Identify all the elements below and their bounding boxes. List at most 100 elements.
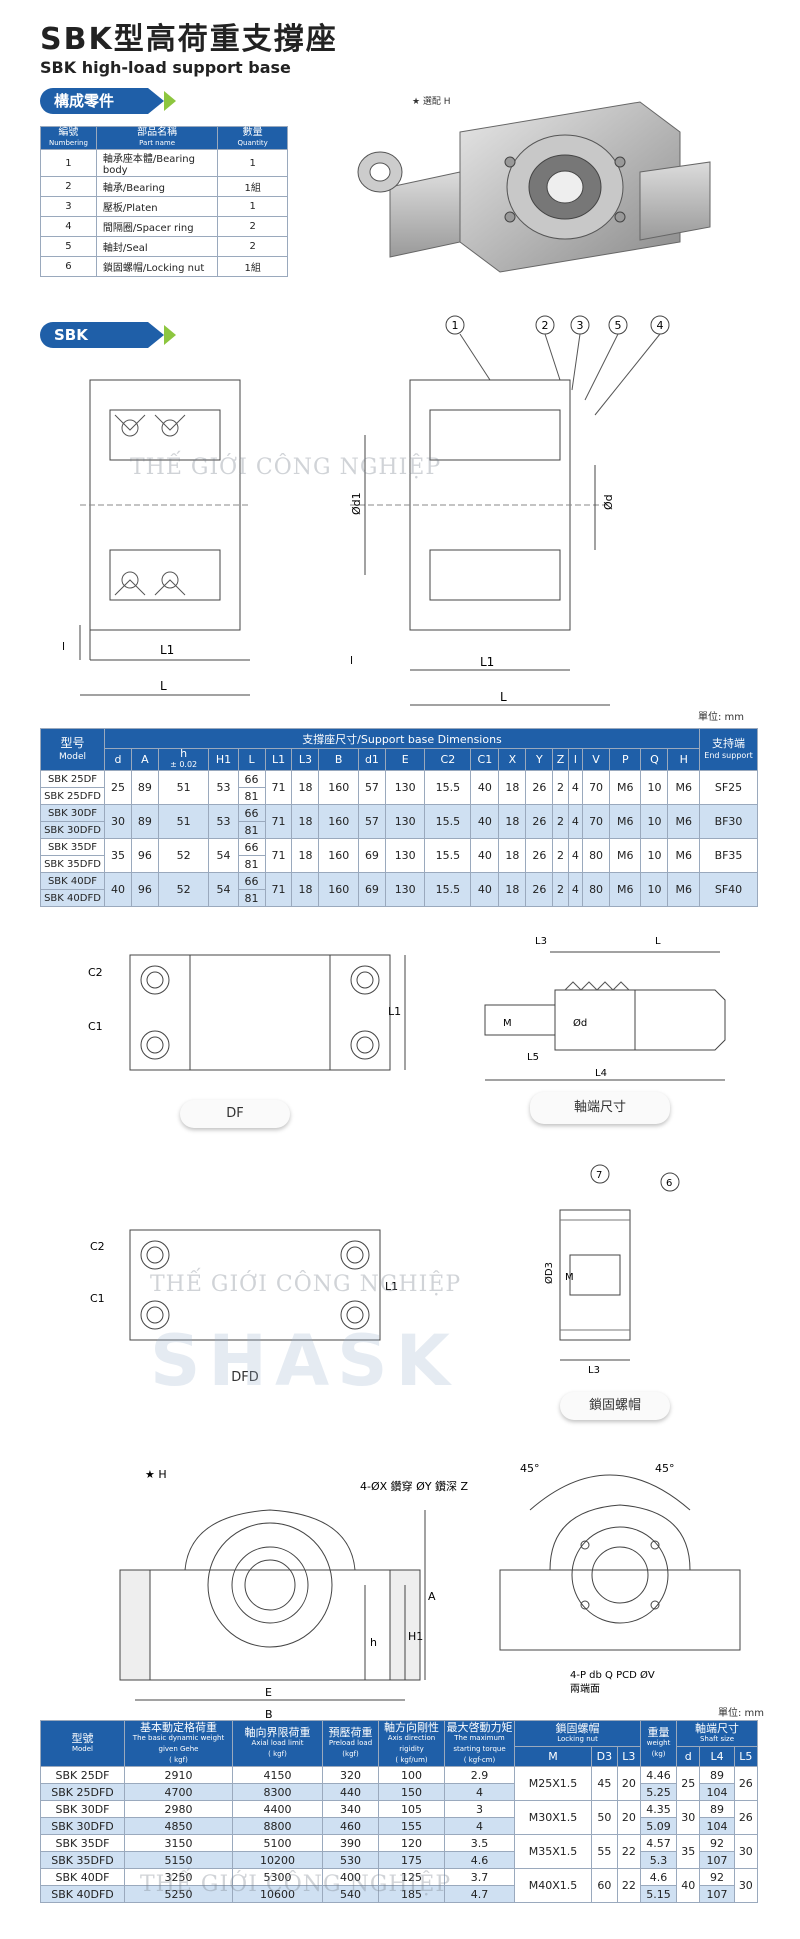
col-E: E: [384, 748, 426, 771]
svg-text:L5: L5: [527, 1052, 539, 1063]
product-photo: ★ 選配 H: [357, 96, 711, 273]
watermark-text: THẾ GIỚI CÔNG NGHIỆP: [150, 1272, 462, 1297]
svg-text:A: A: [428, 1590, 436, 1603]
sbk-drawing-left: l: [62, 379, 250, 660]
page-subtitle: SBK high-load support base: [40, 58, 291, 77]
side-drawing: 45° 45° 4-P db Q PCD ØV 兩端面: [499, 1462, 741, 1695]
svg-text:L: L: [500, 690, 507, 704]
svg-text:★ H: ★ H: [145, 1468, 167, 1481]
col-B: B: [318, 748, 359, 771]
col-h: h± 0.02: [157, 748, 210, 771]
svg-text:Ød1: Ød1: [350, 492, 363, 515]
svg-text:E: E: [265, 1686, 272, 1699]
col-H: H: [667, 748, 700, 771]
svg-text:45°: 45°: [520, 1462, 540, 1475]
dfd-drawing: C2 C1 L1: [90, 1229, 398, 1341]
svg-text:L: L: [160, 679, 167, 693]
svg-text:6: 6: [666, 1178, 672, 1189]
watermark-text: THẾ GIỚI CÔNG NGHIỆP: [140, 1872, 452, 1897]
col-d: d: [104, 748, 132, 771]
photo-note: ★ 選配 H: [412, 96, 451, 107]
sbk-tag-label: SBK: [54, 326, 88, 344]
svg-text:C1: C1: [88, 1020, 103, 1033]
watermark-text: THẾ GIỚI CÔNG NGHIỆP: [130, 455, 442, 480]
col-L1: L1: [264, 748, 293, 771]
sbk-section-tag: SBK: [40, 322, 176, 348]
sbk-dims-left: L1 L: [80, 643, 250, 696]
df-drawing: C2 C1 L1: [88, 954, 406, 1071]
shaft-drawing: L3 L M Ød L5 L4: [484, 936, 726, 1081]
svg-text:Ød: Ød: [602, 494, 615, 510]
nut-caption: 鎖固螺帽: [560, 1392, 670, 1420]
col-P: P: [609, 748, 642, 771]
col-V: V: [582, 748, 611, 771]
col-Q: Q: [640, 748, 669, 771]
chevron-right-icon: [164, 325, 176, 345]
svg-text:l: l: [62, 640, 65, 653]
unit-label: 單位: mm: [698, 712, 745, 723]
col-l: l: [567, 748, 584, 771]
svg-text:5: 5: [615, 319, 622, 332]
col-C1: C1: [470, 748, 500, 771]
svg-text:L1: L1: [480, 655, 494, 669]
col-group-title: 支撐座尺寸/Support base Dimensions: [104, 728, 700, 749]
nut-drawing: 7 6 ØD3 M L3: [543, 1164, 680, 1376]
col-Z: Z: [552, 748, 569, 771]
svg-text:B: B: [265, 1708, 273, 1721]
parts-section-tag: 構成零件: [40, 88, 176, 114]
svg-text:C2: C2: [90, 1240, 105, 1253]
svg-text:L1: L1: [160, 643, 174, 657]
parts-tag-label: 構成零件: [54, 92, 115, 110]
svg-text:l: l: [350, 654, 353, 667]
svg-text:M: M: [503, 1018, 512, 1029]
svg-text:h: h: [370, 1636, 377, 1649]
svg-text:C2: C2: [88, 966, 103, 979]
dfd-caption: DFD: [231, 1370, 259, 1385]
unit-label: 單位: mm: [718, 1708, 765, 1719]
svg-text:L3: L3: [588, 1365, 600, 1376]
front-drawing: ★ H 4-ØX 鑽穿 ØY 鑽深 Z A H1 h E B: [119, 1468, 469, 1723]
col-X: X: [498, 748, 527, 771]
svg-text:1: 1: [452, 319, 459, 332]
svg-text:4-P db Q PCD ØV: 4-P db Q PCD ØV: [570, 1669, 655, 1681]
svg-text:兩端面: 兩端面: [570, 1682, 600, 1695]
svg-text:3: 3: [577, 319, 584, 332]
svg-text:ØD3: ØD3: [543, 1262, 555, 1284]
svg-text:2: 2: [542, 319, 549, 332]
col-L: L: [237, 748, 266, 771]
svg-text:L1: L1: [388, 1005, 401, 1018]
